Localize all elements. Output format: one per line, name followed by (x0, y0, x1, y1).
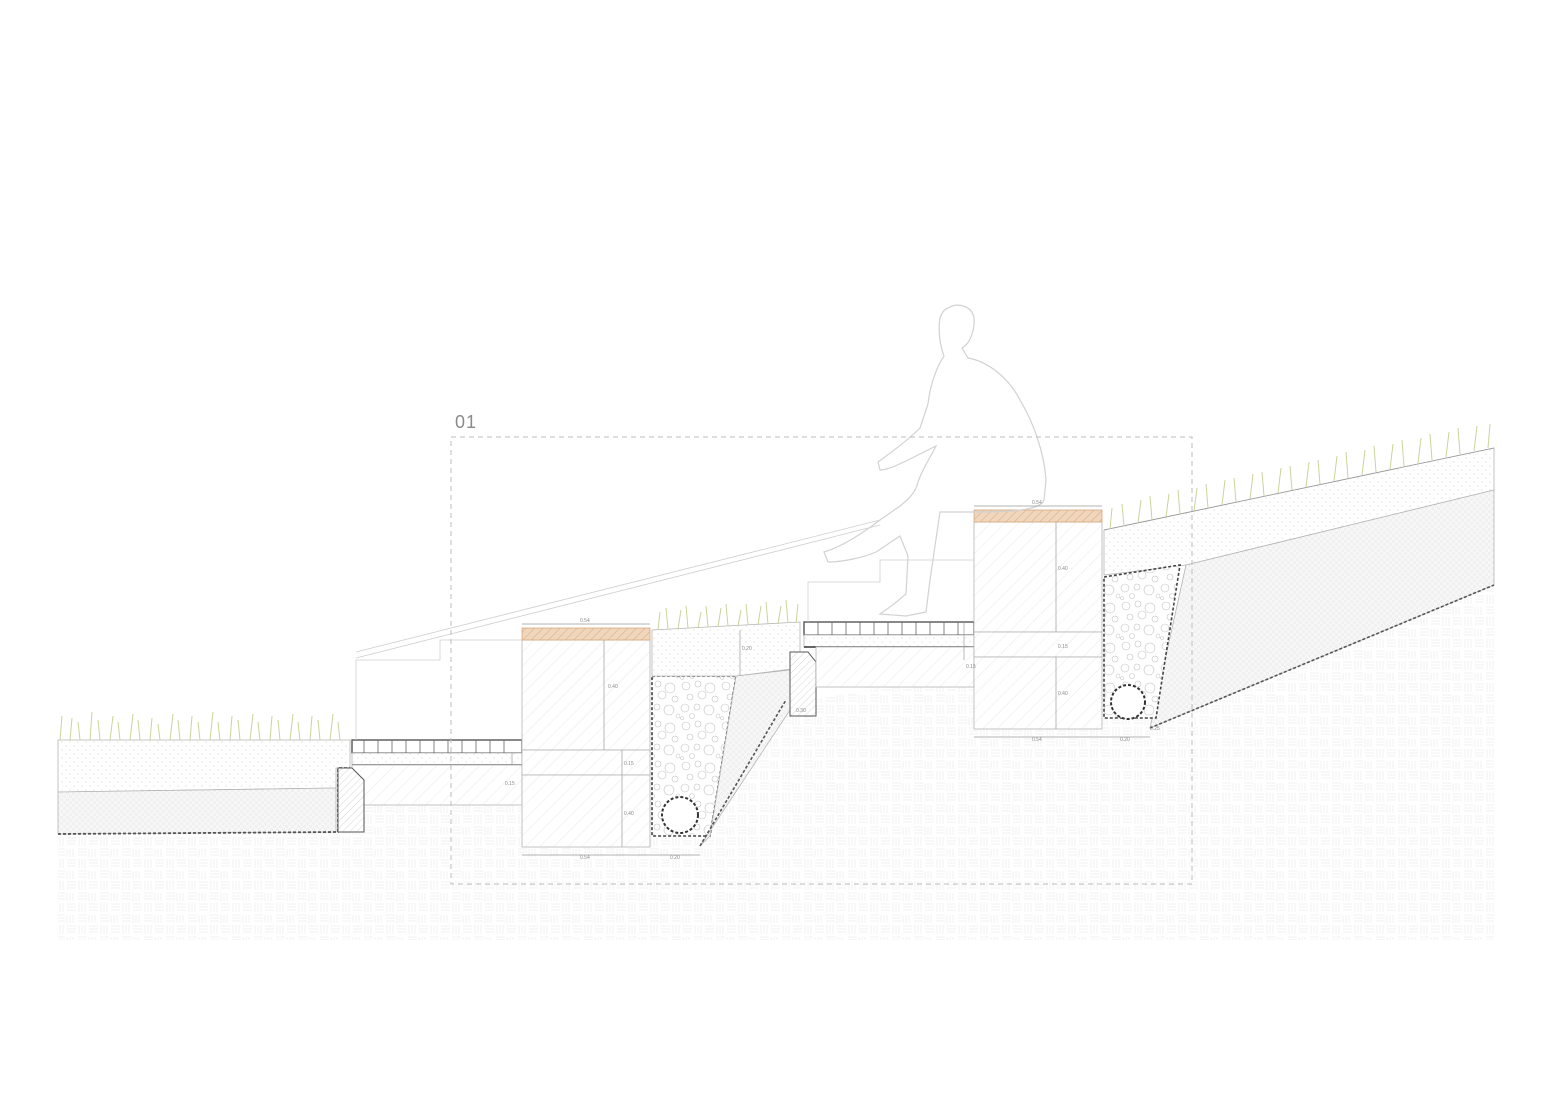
left-gravel-layer (57, 787, 337, 835)
background-steps (355, 519, 974, 740)
upper-membrane (1149, 584, 1495, 729)
dim-lower-paving-base: 0.15 (505, 781, 515, 787)
dim-upper-h-bot: 0.40 (1058, 691, 1068, 697)
lower-timber-seat (521, 627, 651, 641)
dim-lower-h-bot: 0.40 (624, 811, 634, 817)
detail-frame (450, 436, 1193, 885)
dim-wall-right: 0.25 (1150, 726, 1160, 732)
upper-timber-seat (973, 509, 1103, 523)
upper-paving (803, 621, 975, 688)
grass-right (1109, 423, 1491, 530)
dim-upper-paving-side: 0.15 (966, 664, 976, 670)
lower-paving (351, 739, 523, 806)
left-topsoil (57, 739, 351, 793)
upper-drain-pipe (1110, 684, 1146, 720)
grass-left (59, 711, 341, 741)
dimension-labels: 0.54 0.20 0.54 0.40 0.15 0.40 0.20 0.15 … (505, 500, 1160, 861)
dimension-lines (511, 505, 1150, 856)
dim-upper-h-mid: 0.15 (1058, 644, 1068, 650)
dim-upper-width: 0.54 (1032, 737, 1042, 743)
dim-upper-channel: 0.20 (1120, 737, 1130, 743)
upper-retaining-curb (789, 651, 817, 717)
dim-wall-width: 0.30 (796, 708, 806, 714)
dim-lower-h-mid: 0.15 (624, 761, 634, 767)
dim-lower-seat: 0.54 (580, 618, 590, 624)
middle-topsoil (651, 621, 801, 677)
lower-embankment (699, 669, 791, 847)
lower-embankment-membrane (699, 699, 787, 847)
dim-lower-channel: 0.20 (670, 855, 680, 861)
dim-lower-paving-side: 0.20 (742, 646, 752, 652)
dim-lower-width: 0.54 (580, 855, 590, 861)
lower-retaining-curb (337, 767, 365, 833)
lower-seat-block (521, 627, 651, 848)
upper-drain-fill (1103, 564, 1181, 719)
dim-upper-seat: 0.54 (1032, 500, 1042, 506)
dim-lower-h-top: 0.40 (608, 684, 618, 690)
detail-label: 01 (455, 412, 477, 432)
dim-upper-h-top: 0.40 (1058, 566, 1068, 572)
seated-person-figure (823, 304, 1047, 617)
upper-seat-block (973, 509, 1103, 730)
lower-drain-pipe (661, 796, 699, 834)
grass-middle (657, 599, 799, 631)
